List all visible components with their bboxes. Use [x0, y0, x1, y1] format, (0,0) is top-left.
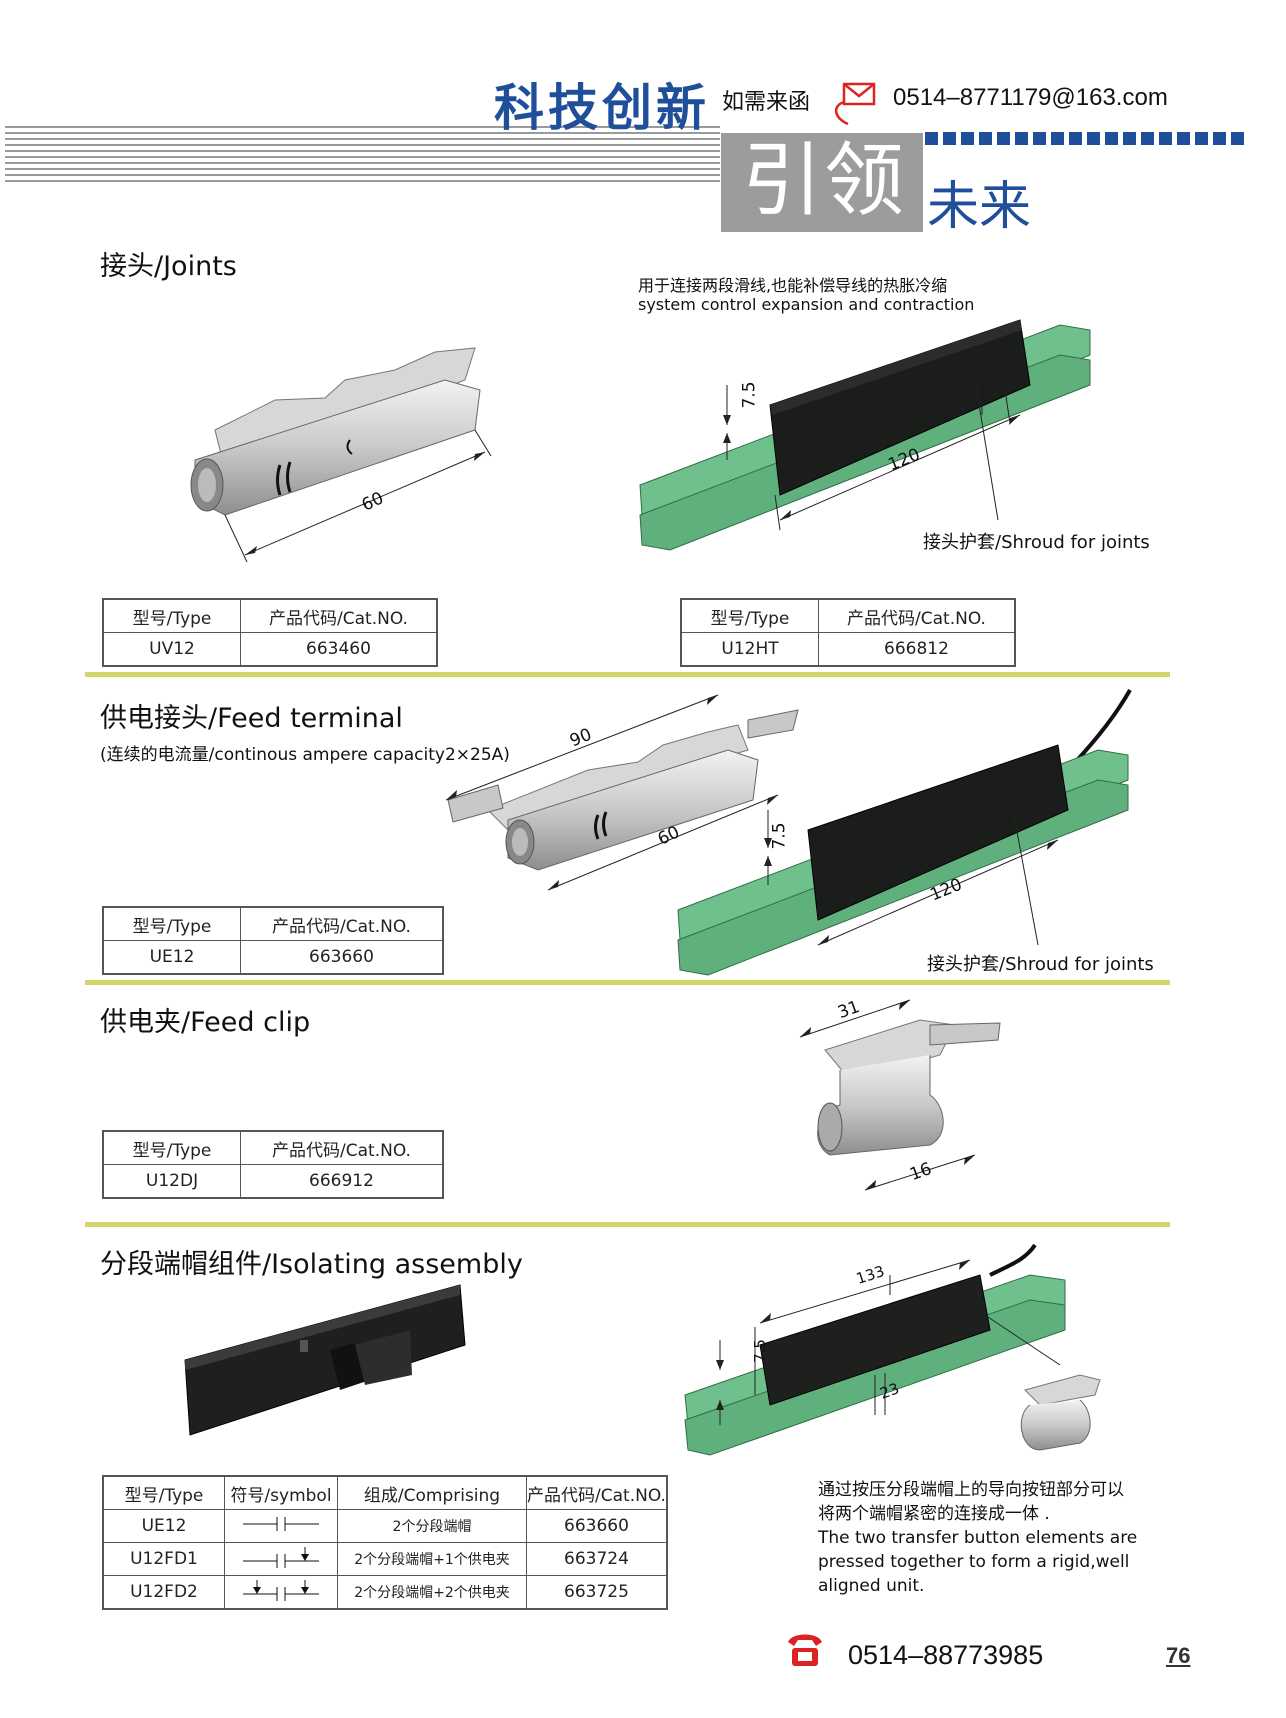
- section-title-feed-terminal: 供电接头/Feed terminal: [100, 703, 403, 734]
- isolator-two-feed-symbol: [224, 1575, 338, 1610]
- joint-connector-image: [190, 347, 492, 563]
- cat-cell: 663660: [240, 940, 444, 975]
- table-row: U12FD2 2个分段端帽+2个供电夹 663725: [102, 1575, 668, 1610]
- contact-email[interactable]: 0514–8771179@163.com: [893, 84, 1168, 111]
- isolating-table: 型号/Type 符号/symbol 组成/Comprising 产品代码/Cat…: [102, 1475, 668, 1610]
- cat-cell: 666912: [240, 1164, 444, 1199]
- table-header: 组成/Comprising: [337, 1475, 527, 1510]
- isolating-cap-image: [184, 1284, 466, 1436]
- section-divider: [85, 980, 1170, 985]
- header-stripes: [5, 126, 720, 188]
- table-header: 型号/Type: [102, 906, 241, 941]
- section-title-isolating: 分段端帽组件/Isolating assembly: [100, 1249, 523, 1280]
- joints-note-cn: 用于连接两段滑线,也能补偿导线的热胀冷缩: [638, 276, 948, 295]
- dim-joint-shroud-height: 7.5: [739, 381, 760, 409]
- cat-cell: 663725: [526, 1575, 668, 1610]
- isolating-assembly-image: [684, 1243, 1101, 1456]
- table-header: 产品代码/Cat.NO.: [240, 906, 444, 941]
- section-divider: [85, 1222, 1170, 1227]
- slogan-future: 未来: [927, 177, 1032, 237]
- feed-terminal-image: [445, 694, 799, 891]
- isolating-note-en-1: The two transfer button elements are: [818, 1528, 1138, 1548]
- joint-shroud-callout: 接头护套/Shroud for joints: [923, 532, 1150, 553]
- table-row: U12FD1 2个分段端帽+1个供电夹 663724: [102, 1542, 668, 1576]
- isolating-note-en-2: pressed together to form a rigid,well: [818, 1552, 1130, 1572]
- table-header: 型号/Type: [680, 598, 819, 633]
- type-cell: UV12: [102, 632, 241, 667]
- feed-terminal-shroud-callout: 接头护套/Shroud for joints: [927, 954, 1154, 975]
- page-number: 76: [1166, 1643, 1191, 1668]
- isolator-symbol: [224, 1509, 338, 1543]
- table-header: 符号/symbol: [224, 1475, 338, 1510]
- cat-cell: 663460: [240, 632, 438, 667]
- section-title-joints: 接头/Joints: [100, 251, 237, 282]
- type-cell: U12FD1: [102, 1542, 225, 1576]
- blue-square-row: [925, 132, 1244, 145]
- slogan-gray-box: [721, 133, 923, 232]
- telephone-icon: [788, 1634, 822, 1666]
- type-cell: U12HT: [680, 632, 819, 667]
- slogan-lead: 引领: [742, 134, 906, 227]
- cat-cell: 663660: [526, 1509, 668, 1543]
- table-header: 产品代码/Cat.NO.: [240, 598, 438, 633]
- envelope-icon: [835, 82, 876, 126]
- joints-note-en: system control expansion and contraction: [638, 295, 975, 314]
- table-header: 产品代码/Cat.NO.: [526, 1475, 668, 1510]
- joint-shroud-image: [639, 319, 1091, 551]
- table-header: 型号/Type: [102, 1475, 225, 1510]
- feed-clip-image: [799, 999, 1001, 1191]
- type-cell: UE12: [102, 940, 241, 975]
- slogan-tech-innovation: 科技创新: [494, 79, 710, 137]
- comprising-cell: 2个分段端帽: [337, 1509, 527, 1543]
- table-row: UE12 2个分段端帽 663660: [102, 1509, 668, 1543]
- cat-cell: 663724: [526, 1542, 668, 1576]
- cat-cell: 666812: [818, 632, 1016, 667]
- table-header: 产品代码/Cat.NO.: [240, 1130, 444, 1165]
- dim-isolating-height: 7.5: [750, 1339, 769, 1363]
- isolator-one-feed-symbol: [224, 1542, 338, 1576]
- footer-phone[interactable]: 0514–88773985: [848, 1640, 1044, 1670]
- feed-terminal-subtitle: (连续的电流量/continous ampere capacity2×25A): [100, 745, 510, 765]
- contact-label: 如需来函: [722, 90, 811, 115]
- comprising-cell: 2个分段端帽+2个供电夹: [337, 1575, 527, 1610]
- isolating-note-cn-2: 将两个端帽紧密的连接成一体 .: [818, 1504, 1050, 1524]
- table-header: 型号/Type: [102, 598, 241, 633]
- isolating-note: 通过按压分段端帽上的导向按钮部分可以 将两个端帽紧密的连接成一体 . The t…: [818, 1478, 1178, 1598]
- table-header: 型号/Type: [102, 1130, 241, 1165]
- type-cell: U12FD2: [102, 1575, 225, 1610]
- isolating-note-en-3: aligned unit.: [818, 1576, 925, 1596]
- isolating-note-cn-1: 通过按压分段端帽上的导向按钮部分可以: [818, 1480, 1124, 1500]
- dim-feed-terminal-height: 7.5: [769, 822, 790, 850]
- type-cell: UE12: [102, 1509, 225, 1543]
- feed-terminal-shroud-image: [677, 689, 1132, 976]
- comprising-cell: 2个分段端帽+1个供电夹: [337, 1542, 527, 1576]
- type-cell: U12DJ: [102, 1164, 241, 1199]
- section-divider: [85, 672, 1170, 677]
- section-title-feed-clip: 供电夹/Feed clip: [100, 1007, 311, 1038]
- table-header: 产品代码/Cat.NO.: [818, 598, 1016, 633]
